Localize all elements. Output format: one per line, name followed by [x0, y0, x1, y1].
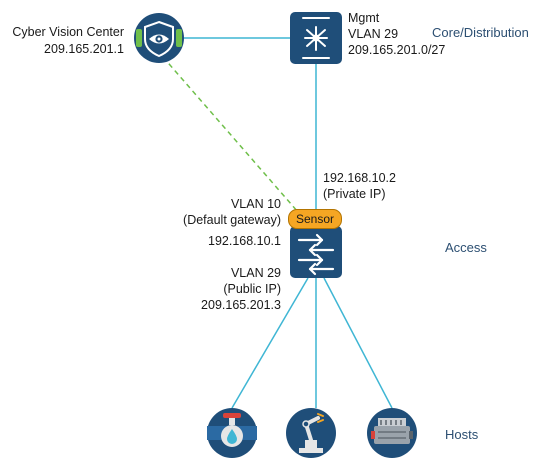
core-subnet-label: 209.165.201.0/27: [348, 43, 446, 57]
eye-shield-icon: [144, 20, 174, 58]
vlan10-note: (Default gateway): [183, 213, 281, 227]
cyber-vision-center-node[interactable]: [134, 13, 184, 63]
host-water-valve-node[interactable]: [207, 408, 257, 458]
cvc-name: Cyber Vision Center: [12, 25, 124, 39]
vlan29-note: (Public IP): [223, 282, 281, 296]
water-valve-icon: [207, 413, 257, 447]
tier-access: Access: [445, 240, 487, 255]
vlan10-ip: 192.168.10.1: [208, 234, 281, 248]
link-sensor-host-1: [231, 277, 309, 409]
access-switch-icon: [297, 233, 335, 276]
host-robot-arm-node[interactable]: [286, 408, 336, 458]
link-cvc-sensor-management: [162, 56, 299, 213]
vlan10-name: VLAN 10: [230, 197, 281, 211]
engine-icon: [371, 418, 413, 444]
core-switch-icon: [302, 17, 330, 59]
core-switch-node[interactable]: [290, 12, 342, 64]
sensor-switch-node[interactable]: [290, 226, 342, 278]
host-engine-node[interactable]: [367, 408, 417, 458]
link-sensor-host-3: [323, 277, 393, 409]
core-vlan-label: VLAN 29: [348, 27, 399, 41]
tier-core-distribution: Core/Distribution: [432, 25, 529, 40]
sensor-uplink-ip: 192.168.10.2: [323, 171, 396, 185]
sensor-badge: Sensor: [288, 209, 342, 229]
core-mgmt-label: Mgmt: [348, 11, 380, 25]
sensor-uplink-note: (Private IP): [323, 187, 386, 201]
tier-hosts: Hosts: [445, 427, 479, 442]
robot-arm-icon: [299, 413, 324, 453]
vlan29-name: VLAN 29: [230, 266, 281, 280]
cvc-ip: 209.165.201.1: [44, 42, 124, 56]
vlan29-ip: 209.165.201.3: [201, 298, 281, 312]
